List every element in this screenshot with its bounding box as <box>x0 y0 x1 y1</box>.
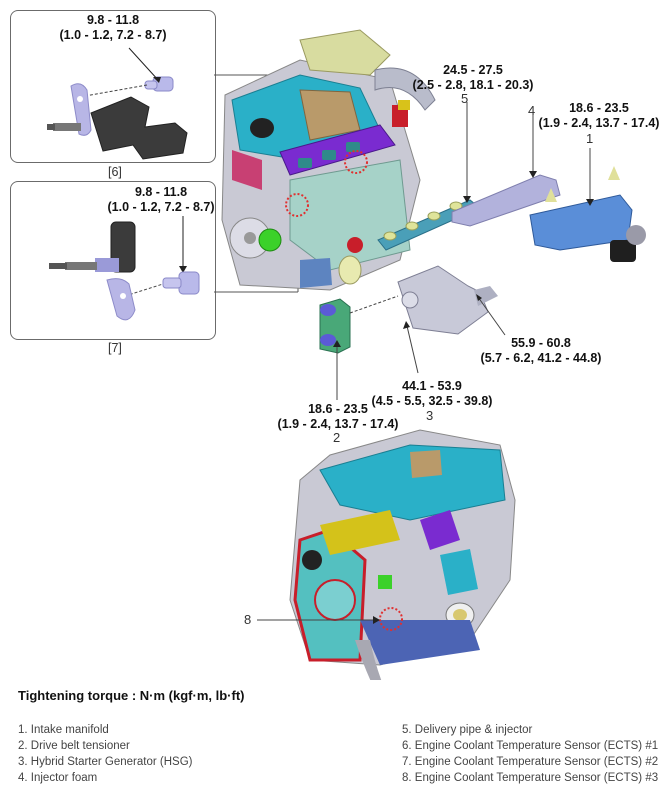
legend-item: 1. Intake manifold <box>18 724 109 736</box>
hybrid-starter-generator <box>397 265 498 335</box>
upper-engine-assembly <box>221 29 436 291</box>
legend-title: Tightening torque : N·m (kgf·m, lb·ft) <box>18 688 245 703</box>
torque-label-hsg: 44.1 - 53.9 (4.5 - 5.5, 32.5 - 39.8) <box>370 379 494 409</box>
inset-caption-7: [7] <box>108 341 122 355</box>
torque-nm: 18.6 - 23.5 <box>569 101 629 115</box>
torque-nm: 55.9 - 60.8 <box>511 336 571 350</box>
ects-1-highlight <box>344 150 368 174</box>
torque-alt: (1.0 - 1.2, 7.2 - 8.7) <box>59 28 167 42</box>
callout-number-1: 1 <box>586 131 594 146</box>
injector-foam <box>451 174 561 227</box>
torque-label-hsg-bracket: 55.9 - 60.8 (5.7 - 6.2, 41.2 - 44.8) <box>480 336 602 366</box>
callout-number-2: 2 <box>333 430 341 445</box>
legend-item: 2. Drive belt tensioner <box>18 740 130 752</box>
torque-nm: 44.1 - 53.9 <box>402 379 462 393</box>
ects-2-highlight <box>285 193 309 217</box>
ects-2-sensor-illustration <box>49 216 200 321</box>
inset-caption-6: [6] <box>108 165 122 179</box>
callout-number-4: 4 <box>528 103 536 118</box>
ects-3-highlight <box>379 607 403 631</box>
torque-nm: 24.5 - 27.5 <box>443 63 503 77</box>
torque-label-delivery-pipe: 24.5 - 27.5 (2.5 - 2.8, 18.1 - 20.3) <box>408 63 538 93</box>
torque-alt: (2.5 - 2.8, 18.1 - 20.3) <box>412 78 534 92</box>
callout-number-3: 3 <box>426 408 434 423</box>
torque-nm: 18.6 - 23.5 <box>308 402 368 416</box>
ects-2-torque: 9.8 - 11.8 (1.0 - 1.2, 7.2 - 8.7) <box>101 185 221 215</box>
torque-alt: (5.7 - 6.2, 41.2 - 44.8) <box>480 351 602 365</box>
torque-alt: (1.0 - 1.2, 7.2 - 8.7) <box>107 200 215 214</box>
legend-item: 6. Engine Coolant Temperature Sensor (EC… <box>402 740 659 752</box>
intake-manifold <box>529 166 646 262</box>
ects-1-torque: 9.8 - 11.8 (1.0 - 1.2, 7.2 - 8.7) <box>11 13 215 43</box>
legend-item: 3. Hybrid Starter Generator (HSG) <box>18 756 193 768</box>
legend-item: 4. Injector foam <box>18 772 98 784</box>
ects-1-sensor-illustration <box>47 47 188 160</box>
torque-nm: 9.8 - 11.8 <box>134 185 188 199</box>
torque-label-tensioner: 18.6 - 23.5 (1.9 - 2.4, 13.7 - 17.4) <box>278 402 399 432</box>
legend-item: 5. Delivery pipe & injector <box>402 724 533 736</box>
torque-alt: (4.5 - 5.5, 32.5 - 39.8) <box>371 394 493 408</box>
legend-item: 7. Engine Coolant Temperature Sensor (EC… <box>402 756 659 768</box>
torque-alt: (1.9 - 2.4, 13.7 - 17.4) <box>277 417 399 431</box>
lower-engine-assembly <box>289 429 516 680</box>
drive-belt-tensioner <box>319 298 351 354</box>
legend-item: 8. Engine Coolant Temperature Sensor (EC… <box>402 772 659 784</box>
callout-number-5: 5 <box>461 91 469 106</box>
inset-ects-1: 9.8 - 11.8 (1.0 - 1.2, 7.2 - 8.7) <box>10 10 216 163</box>
torque-alt: (1.9 - 2.4, 13.7 - 17.4) <box>538 116 660 130</box>
torque-label-intake-manifold: 18.6 - 23.5 (1.9 - 2.4, 13.7 - 17.4) <box>538 101 660 131</box>
inset-ects-2: 9.8 - 11.8 (1.0 - 1.2, 7.2 - 8.7) <box>10 181 216 340</box>
bolt-icon <box>162 271 200 295</box>
legend-right-column: 5. Delivery pipe & injector 6. Engine Co… <box>402 722 658 786</box>
callout-number-8: 8 <box>244 612 252 627</box>
engine-exploded-illustration <box>214 29 646 680</box>
legend-left-column: 1. Intake manifold 2. Drive belt tension… <box>18 722 192 786</box>
torque-nm: 9.8 - 11.8 <box>86 13 140 27</box>
